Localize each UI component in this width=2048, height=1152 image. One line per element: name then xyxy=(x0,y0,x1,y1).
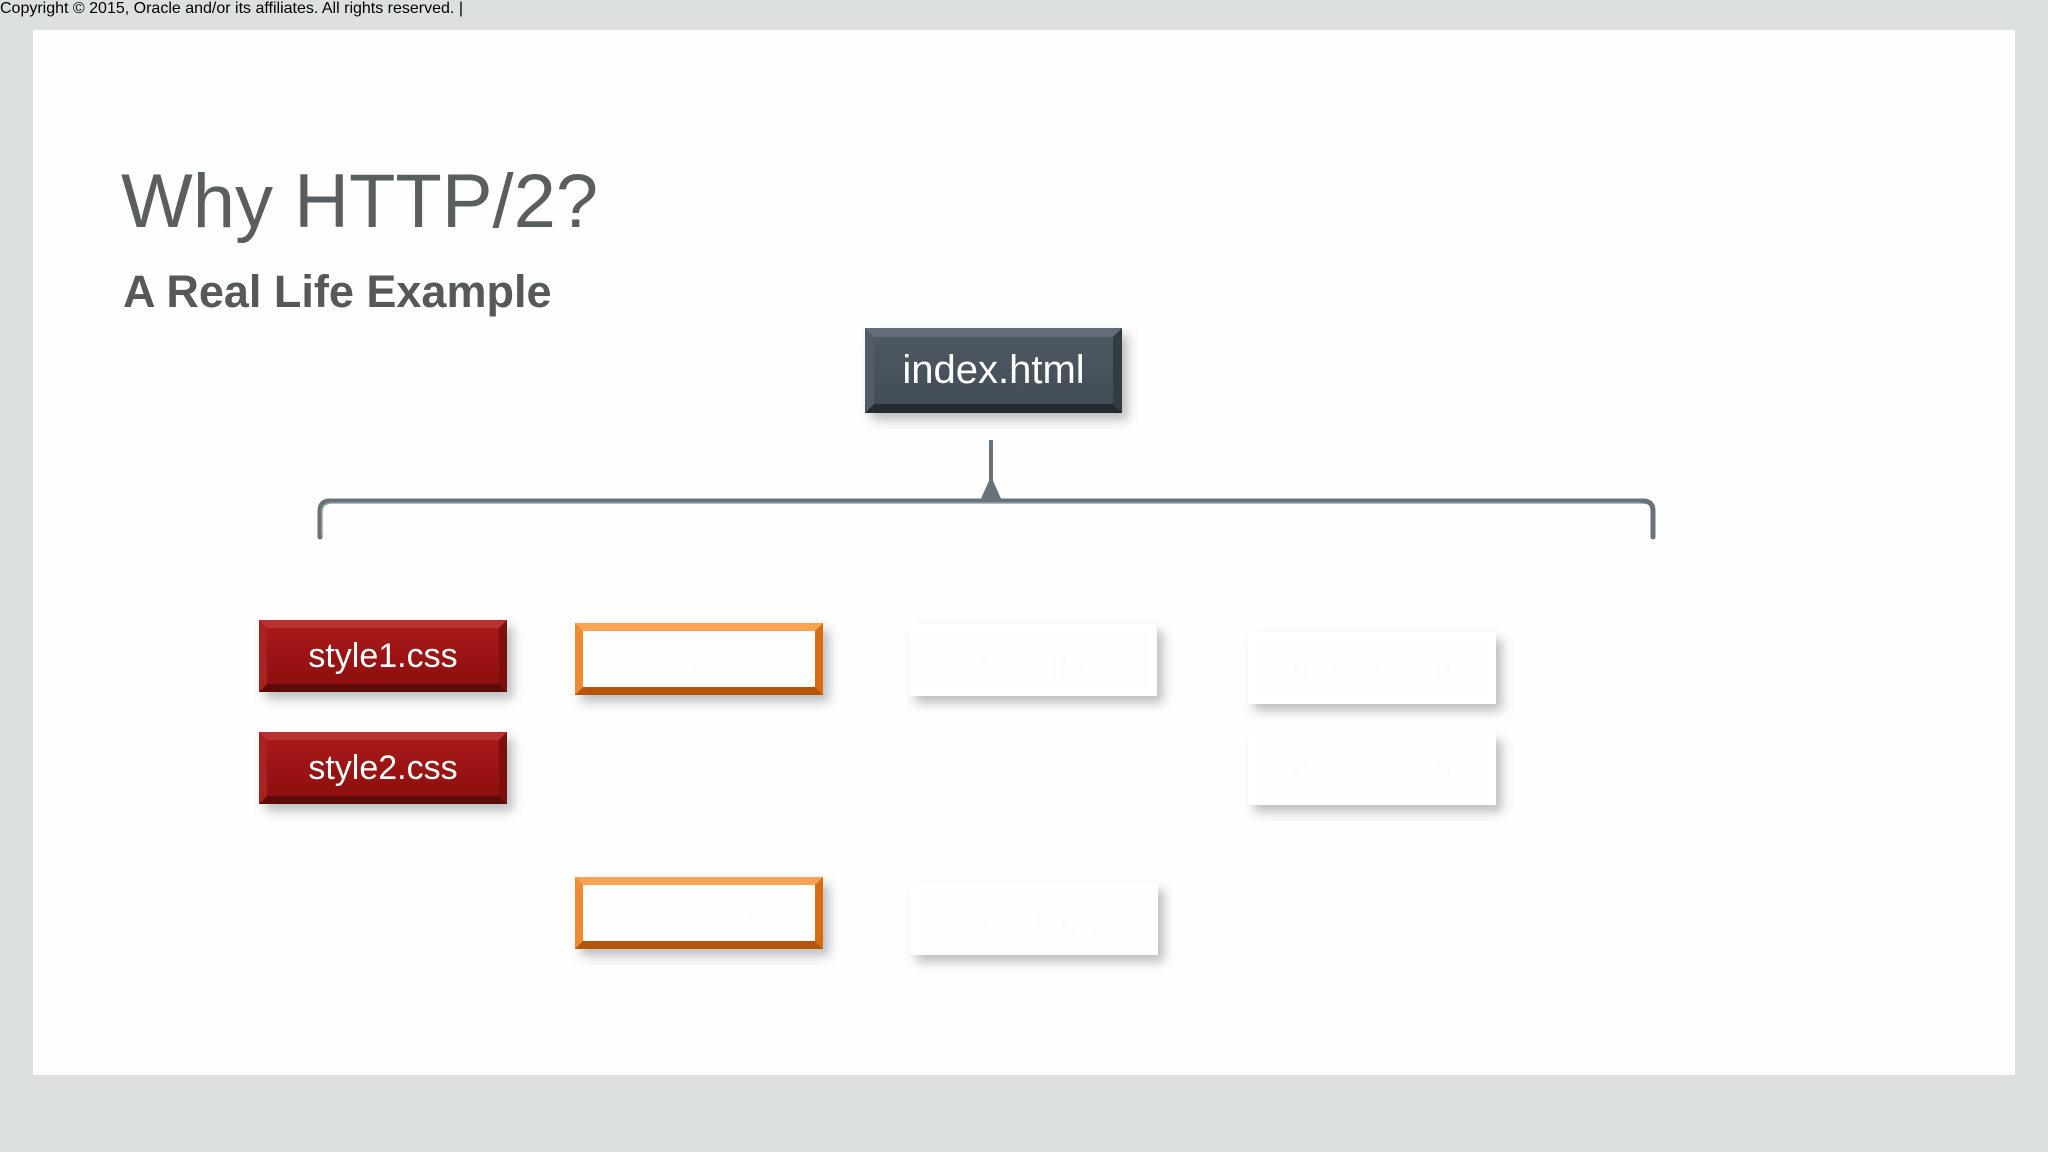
footer-copyright: Copyright © 2015, Oracle and/or its affi… xyxy=(0,0,463,17)
node-index-html-label: index.html xyxy=(902,348,1085,392)
node-style2-css: style2.css xyxy=(259,732,507,804)
node-photo1-png-label: photo1.png xyxy=(1286,648,1458,687)
node-photo1-png: photo1.png xyxy=(1248,632,1496,704)
node-style1-css-label: style1.css xyxy=(308,636,458,675)
node-photo2-png-label: photo2.png xyxy=(1286,749,1458,788)
node-script9-js: script9.js xyxy=(575,877,823,949)
node-pic1-jpg: pic1.jpg xyxy=(909,624,1157,696)
node-style1-css: style1.css xyxy=(259,620,507,692)
slide-subtitle: A Real Life Example xyxy=(123,266,552,317)
node-script1-js: script1.js xyxy=(575,623,823,695)
node-script1-js-label: script1.js xyxy=(631,639,767,678)
node-pic8-jpg: pic8.jpg xyxy=(910,883,1158,955)
node-pic1-jpg-label: pic1.jpg xyxy=(974,640,1092,679)
slide-canvas: Why HTTP/2? A Real Life Example index.ht… xyxy=(33,30,2015,1075)
node-script9-js-label: script9.js xyxy=(631,893,767,932)
node-style2-css-label: style2.css xyxy=(308,748,458,787)
slide-title: Why HTTP/2? xyxy=(121,159,599,244)
node-index-html: index.html xyxy=(865,328,1122,413)
tree-connector-bracket xyxy=(317,440,1656,540)
node-pic8-jpg-label: pic8.jpg xyxy=(975,899,1093,938)
node-photo2-png: photo2.png xyxy=(1248,733,1496,805)
